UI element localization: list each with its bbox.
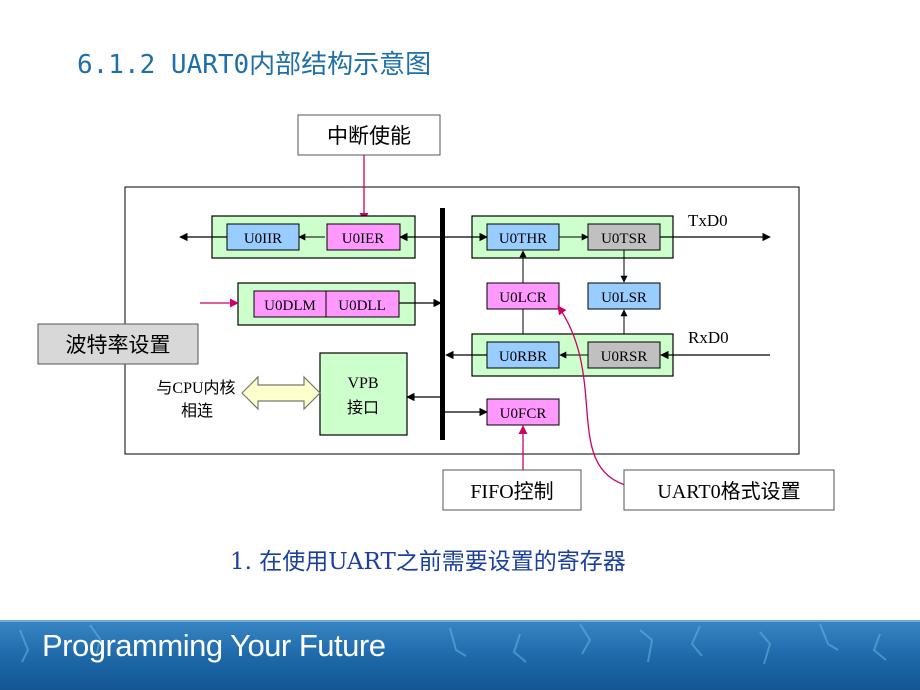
internal-bus xyxy=(440,208,445,440)
register-u0iir-label: U0IIR xyxy=(244,231,282,247)
register-u0rsr-label: U0RSR xyxy=(601,349,648,365)
register-u0rbr-label: U0RBR xyxy=(499,349,547,365)
vpb-label-line2: 接口 xyxy=(347,399,379,417)
register-u0lsr-label: U0LSR xyxy=(601,290,647,306)
vpb-interface[interactable] xyxy=(319,352,408,436)
register-u0ier-label: U0IER xyxy=(342,231,385,247)
cpu-link-arrow xyxy=(241,375,321,411)
register-u0dlm-label: U0DLM xyxy=(264,298,316,314)
slide-caption: 1. 在使用UART之前需要设置的寄存器 xyxy=(230,549,626,575)
baud-rate-label: 波特率设置 xyxy=(66,333,171,357)
register-u0lcr[interactable] xyxy=(486,282,560,310)
baud-rate-callout xyxy=(37,323,199,365)
register-u0rbr[interactable] xyxy=(486,341,560,369)
register-u0lsr[interactable] xyxy=(587,282,661,310)
cpu-link-line2: 相连 xyxy=(181,402,213,420)
vpb-label-line1: VPB xyxy=(347,375,378,392)
register-u0tsr[interactable] xyxy=(587,223,661,251)
register-u0dll-label: U0DLL xyxy=(338,298,386,314)
uart-format-callout xyxy=(623,469,835,511)
footer-slogan: Programming Your Future xyxy=(42,628,386,663)
register-u0tsr-label: U0TSR xyxy=(601,231,647,247)
register-u0thr-label: U0THR xyxy=(499,231,547,247)
uart-format-label: UART0格式设置 xyxy=(657,480,800,503)
interrupt-enable-label: 中断使能 xyxy=(327,124,411,148)
register-u0thr[interactable] xyxy=(486,223,560,251)
rxd-pin-label: RxD0 xyxy=(688,328,729,347)
fifo-control-label: FIFO控制 xyxy=(470,480,553,503)
cpu-link-line1: 与CPU内核 xyxy=(156,379,235,397)
register-u0dll[interactable] xyxy=(325,290,400,318)
txd-pin-label: TxD0 xyxy=(688,211,728,230)
slide-title: 6.1.2 UART0内部结构示意图 xyxy=(77,50,432,80)
uart-format-line xyxy=(557,305,633,488)
uart-structure-diagram: 中断使能 U0IIR U0IER U0DLM U0DLL 波特率设置 VPB 接… xyxy=(37,114,835,511)
register-u0lcr-label: U0LCR xyxy=(499,290,547,306)
fifo-control-callout xyxy=(442,469,582,511)
register-u0fcr-label: U0FCR xyxy=(500,406,547,422)
register-u0fcr[interactable] xyxy=(486,398,560,426)
footer-banner xyxy=(0,620,920,690)
interrupt-enable-callout xyxy=(297,114,441,156)
